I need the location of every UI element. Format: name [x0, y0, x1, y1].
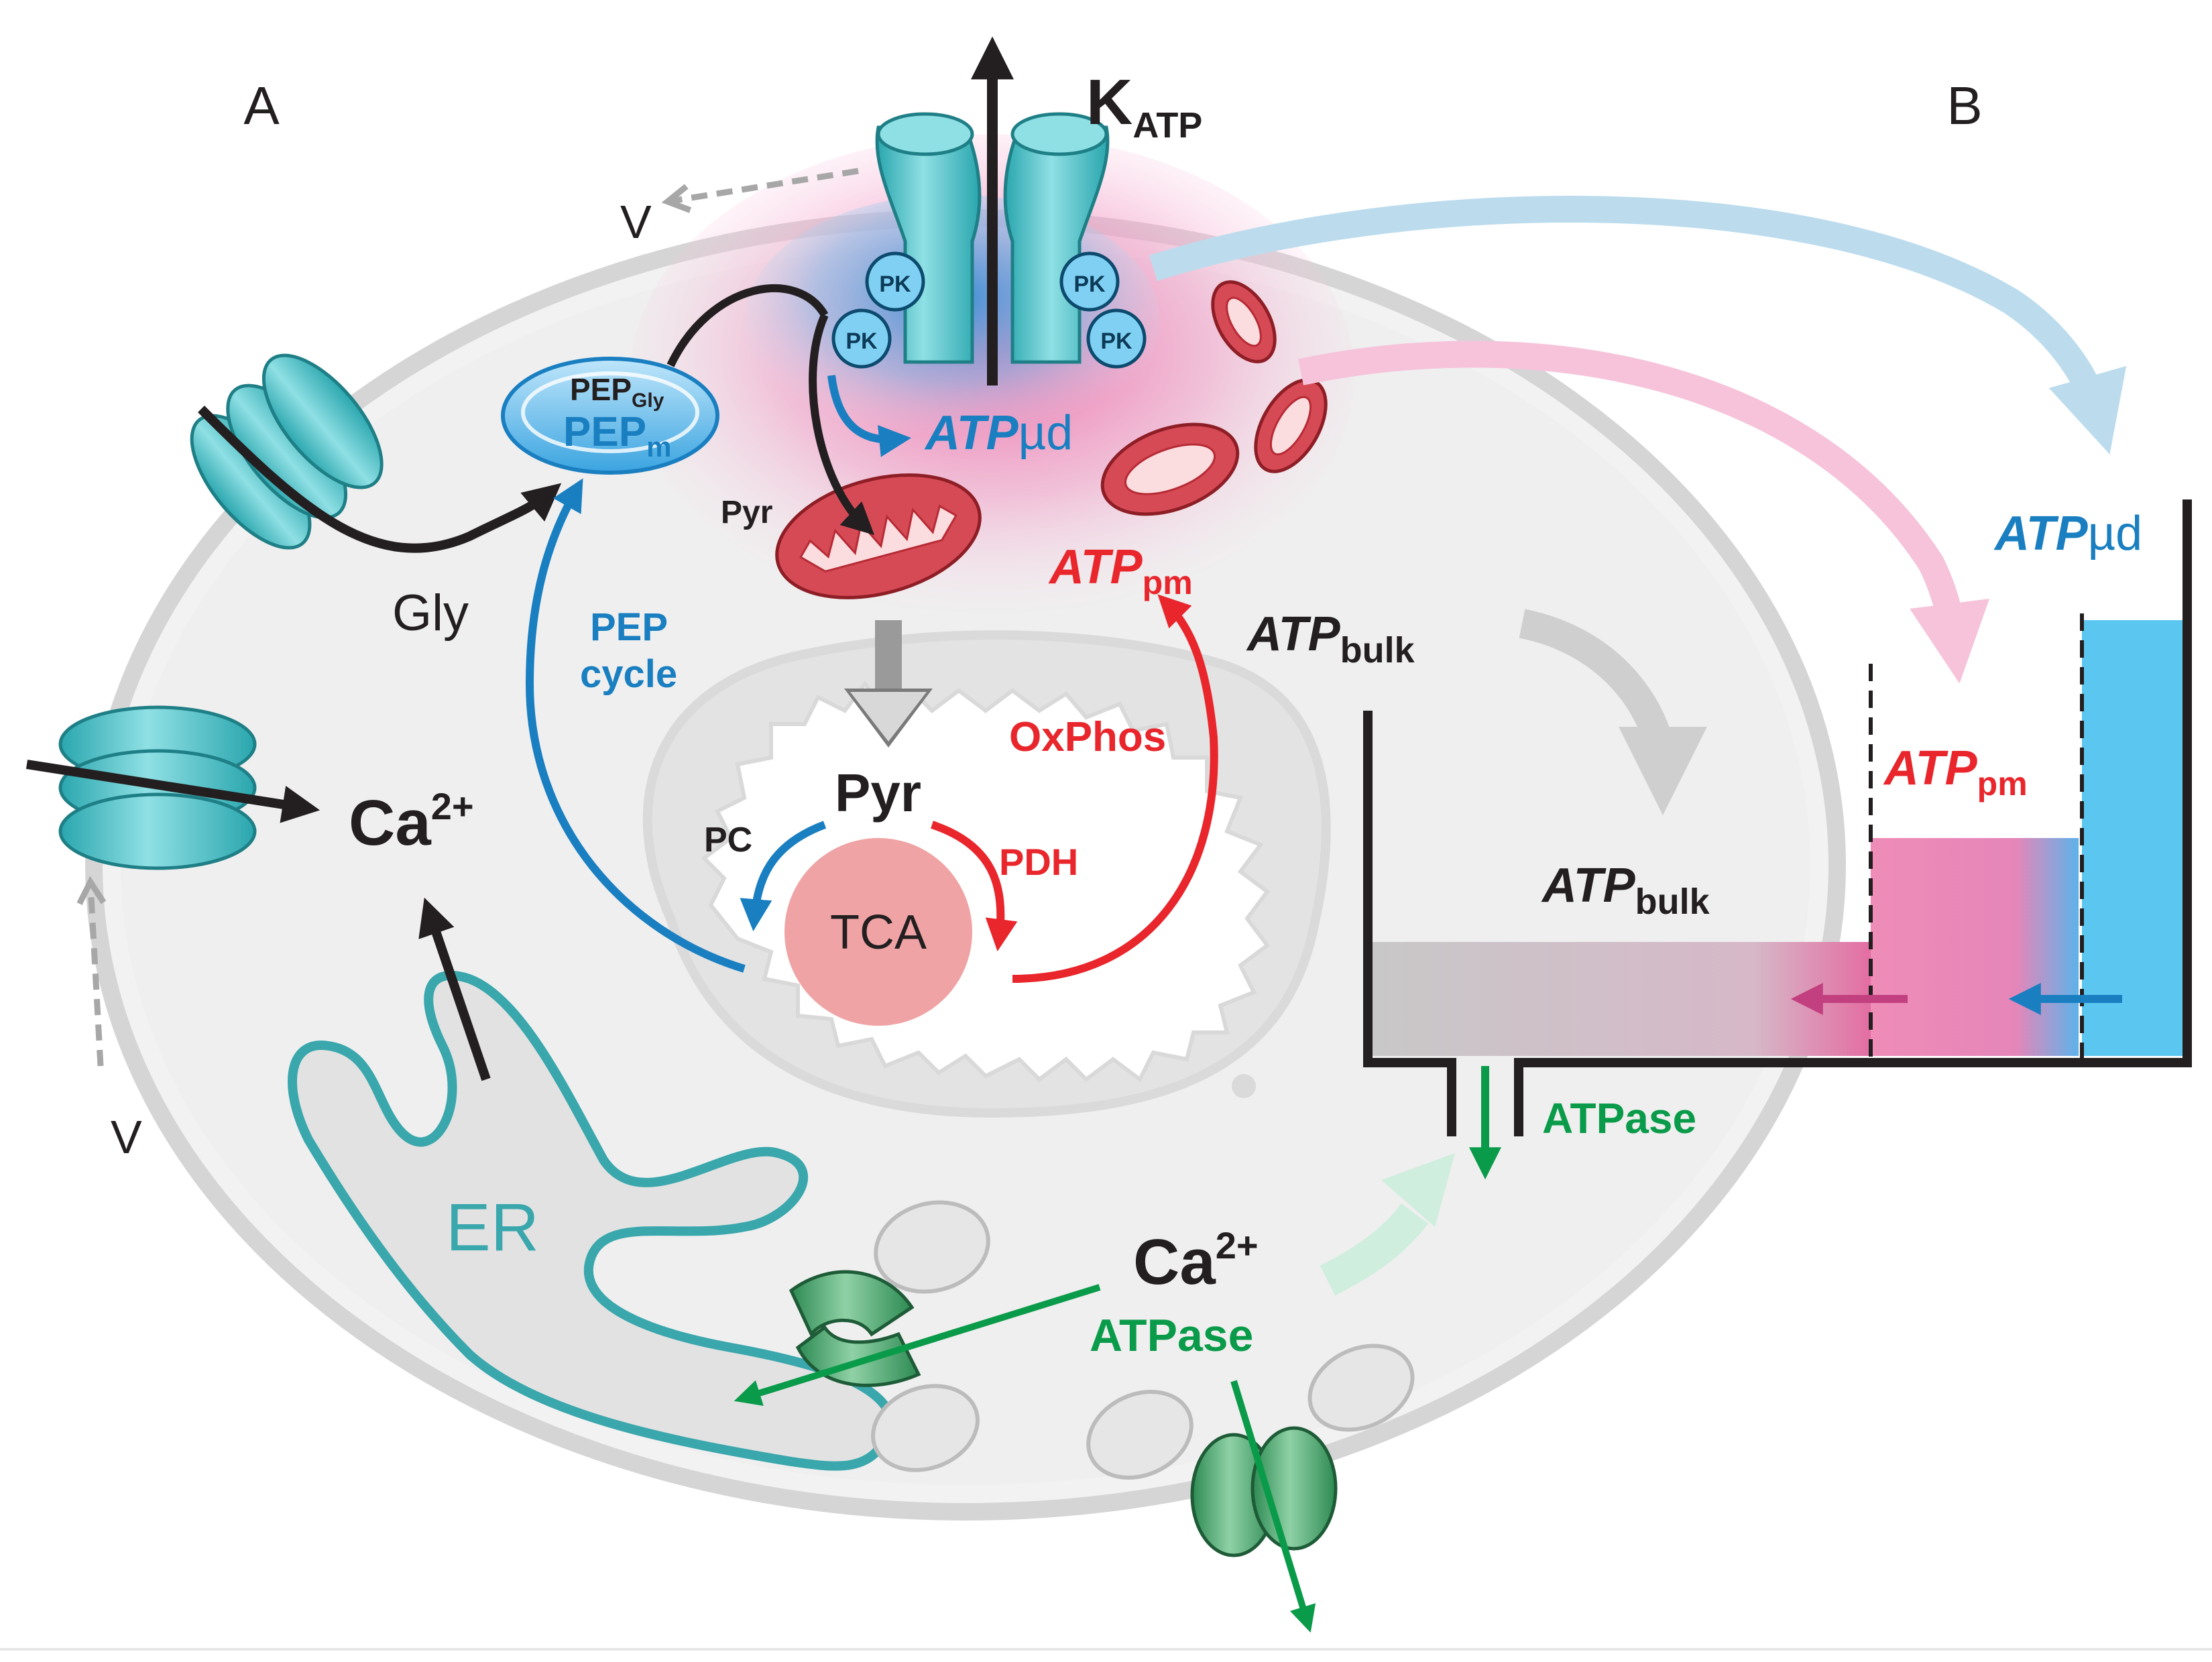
calcium-label-left: Ca2+: [349, 785, 474, 859]
pdh-arrow: [931, 821, 1018, 952]
atp-bulk-transfer-arrow: [1519, 609, 1707, 815]
atp-pm-label-b: ATPpm: [1883, 741, 2028, 803]
atp-ud-transfer-arrow: [1149, 196, 2127, 455]
pk-cluster: PK PK PK PK: [831, 251, 1147, 369]
atp-pm-label-a: ATPpm: [1048, 540, 1193, 601]
tca-label: TCA: [830, 906, 927, 959]
atp-ud-label-b: ATPµd: [1993, 507, 2142, 560]
pk-to-pyr-arrow: [809, 313, 875, 536]
pdh-label: PDH: [999, 841, 1078, 883]
pk-label: PK: [1073, 272, 1106, 297]
pc-arrow: [740, 821, 827, 932]
panel-a-label: A: [243, 76, 280, 135]
pyr-small-label: Pyr: [721, 495, 772, 530]
calcium-to-atpase-arrow: [1320, 1203, 1428, 1296]
small-red-mitochondria: [775, 280, 1328, 599]
atp-ud-label-a: ATPµd: [924, 406, 1073, 460]
pk-bead: [865, 251, 925, 312]
atp-bulk-label-b: ATPbulk: [1541, 859, 1710, 922]
gly-label: Gly: [392, 585, 469, 642]
glucose-uptake-arrow: [198, 406, 562, 553]
katp-label: KATP: [1086, 66, 1202, 145]
pmca-arrow: [1230, 1380, 1316, 1633]
glucose-transporter: [190, 353, 384, 550]
atpase-label-b: ATPase: [1542, 1094, 1696, 1142]
er: [288, 971, 896, 1471]
pk-to-atpud-arrow: [827, 375, 912, 457]
calcium-channel: [58, 705, 257, 870]
calcium-influx-arrow: [25, 760, 321, 823]
pk-bead: [1059, 251, 1120, 312]
er-label: ER: [446, 1190, 539, 1265]
atp-bulk-label-a: ATPbulk: [1246, 607, 1415, 670]
pep-m-label: PEPm: [563, 409, 671, 463]
pc-label: PC: [704, 821, 752, 859]
serca-arrow: [734, 1284, 1101, 1406]
atpase-label-bottom: ATPase: [1090, 1310, 1253, 1361]
pyr-label: Pyr: [835, 763, 921, 823]
voltage-arrow-top: [661, 168, 859, 213]
small-gray-mitochondria: [871, 1200, 1415, 1480]
voltage-label-left: V: [111, 1111, 142, 1163]
pm-atp-fill: [1871, 838, 2079, 1056]
pk-label: PK: [879, 272, 911, 297]
panel-b-label: B: [1946, 76, 1982, 135]
pep-cycle-label-1: PEP: [590, 605, 668, 649]
pep-cycle-arrow: [525, 478, 746, 973]
pep-cycle-label-2: cycle: [580, 652, 677, 696]
pk-label: PK: [846, 329, 878, 354]
voltage-label-top: V: [620, 196, 652, 248]
ud-atp-fill: [2082, 620, 2182, 1056]
oxphos-arrow: [1012, 594, 1218, 983]
pep-pool: [501, 357, 719, 475]
er-calcium-release-arrow: [418, 897, 491, 1081]
tca-cycle: [784, 838, 972, 1026]
oxphos-label: OxPhos: [1009, 714, 1166, 760]
large-mitochondrion: [642, 630, 1331, 1118]
voltage-arrow-left: [76, 876, 107, 1067]
pep-gly-label: PEPGly: [570, 372, 664, 412]
pmca-pump: [1190, 1426, 1338, 1557]
pk-bead: [831, 308, 892, 369]
atp-reservoir: [1363, 499, 2192, 1180]
atp-pm-transfer-arrow: [1297, 341, 1990, 684]
katp-channel: [875, 112, 1110, 364]
pk-bead: [1086, 308, 1147, 369]
pep-to-pk-arrow: [666, 284, 829, 367]
pk-label: PK: [1100, 329, 1132, 354]
calcium-label-bottom: Ca2+: [1133, 1224, 1259, 1298]
